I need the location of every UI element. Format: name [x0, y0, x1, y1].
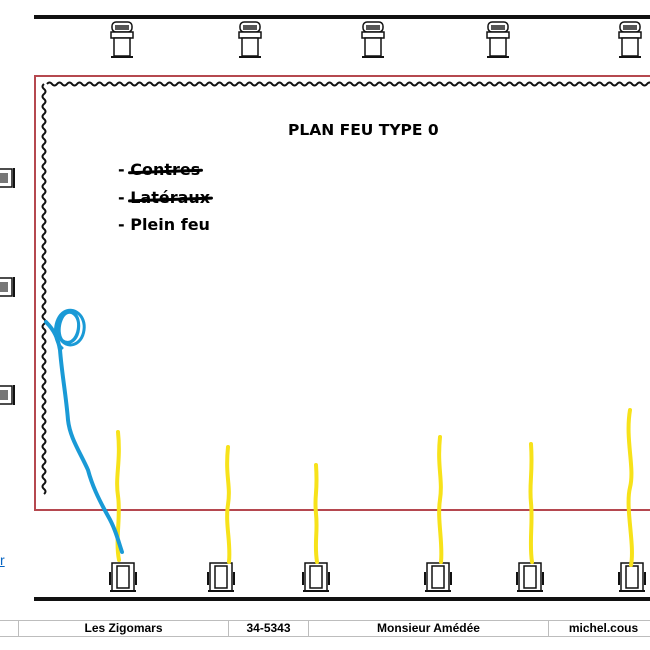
stage-outline	[34, 75, 650, 511]
footer-cell-phone[interactable]: 34-5343	[228, 621, 308, 636]
footer-cell-contact[interactable]: Monsieur Amédée	[308, 621, 548, 636]
plan-item-text: Contres	[130, 160, 201, 179]
plan-item-bullet: -	[118, 215, 131, 234]
yellow-trace	[225, 445, 232, 564]
spotlight-icon	[238, 21, 262, 58]
plan-item-bullet: -	[118, 160, 131, 179]
front-spotlight-icon	[516, 562, 544, 592]
plan-item-text: Plein feu	[130, 215, 210, 234]
curtain-top	[46, 81, 650, 87]
hyperlink-fragment[interactable]: r	[0, 552, 5, 568]
plan-item-text: Latéraux	[130, 188, 211, 207]
front-spotlight-icon	[302, 562, 330, 592]
yellow-trace	[313, 463, 319, 564]
plan-item-bullet: -	[118, 188, 131, 207]
front-spotlight-icon	[424, 562, 452, 592]
yellow-trace	[528, 442, 534, 564]
blue-trace	[44, 320, 124, 554]
front-spotlight-icon	[618, 562, 646, 592]
plan-title: PLAN FEU TYPE 0	[288, 121, 439, 139]
spotlight-icon	[486, 21, 510, 58]
yellow-trace	[437, 435, 444, 564]
blue-scribble	[54, 308, 86, 350]
plan-item-lateraux: - Latéraux	[118, 188, 210, 207]
side-spotlight-icon	[0, 385, 15, 405]
footer-cell-empty[interactable]	[0, 621, 18, 636]
spotlight-icon	[618, 21, 642, 58]
spotlight-icon	[110, 21, 134, 58]
side-spotlight-icon	[0, 168, 15, 188]
front-spotlight-icon	[207, 562, 235, 592]
yellow-trace	[626, 408, 634, 567]
front-spotlight-icon	[109, 562, 137, 592]
plan-item-contres: - Contres	[118, 160, 200, 179]
footer-cell-company[interactable]: Les Zigomars	[18, 621, 228, 636]
footer-info-row: Les Zigomars 34-5343 Monsieur Amédée mic…	[0, 620, 650, 637]
curtain-left	[41, 83, 47, 495]
plan-item-plein-feu: - Plein feu	[118, 215, 210, 234]
side-spotlight-icon	[0, 277, 15, 297]
spotlight-icon	[361, 21, 385, 58]
footer-cell-email[interactable]: michel.cous	[548, 621, 650, 636]
